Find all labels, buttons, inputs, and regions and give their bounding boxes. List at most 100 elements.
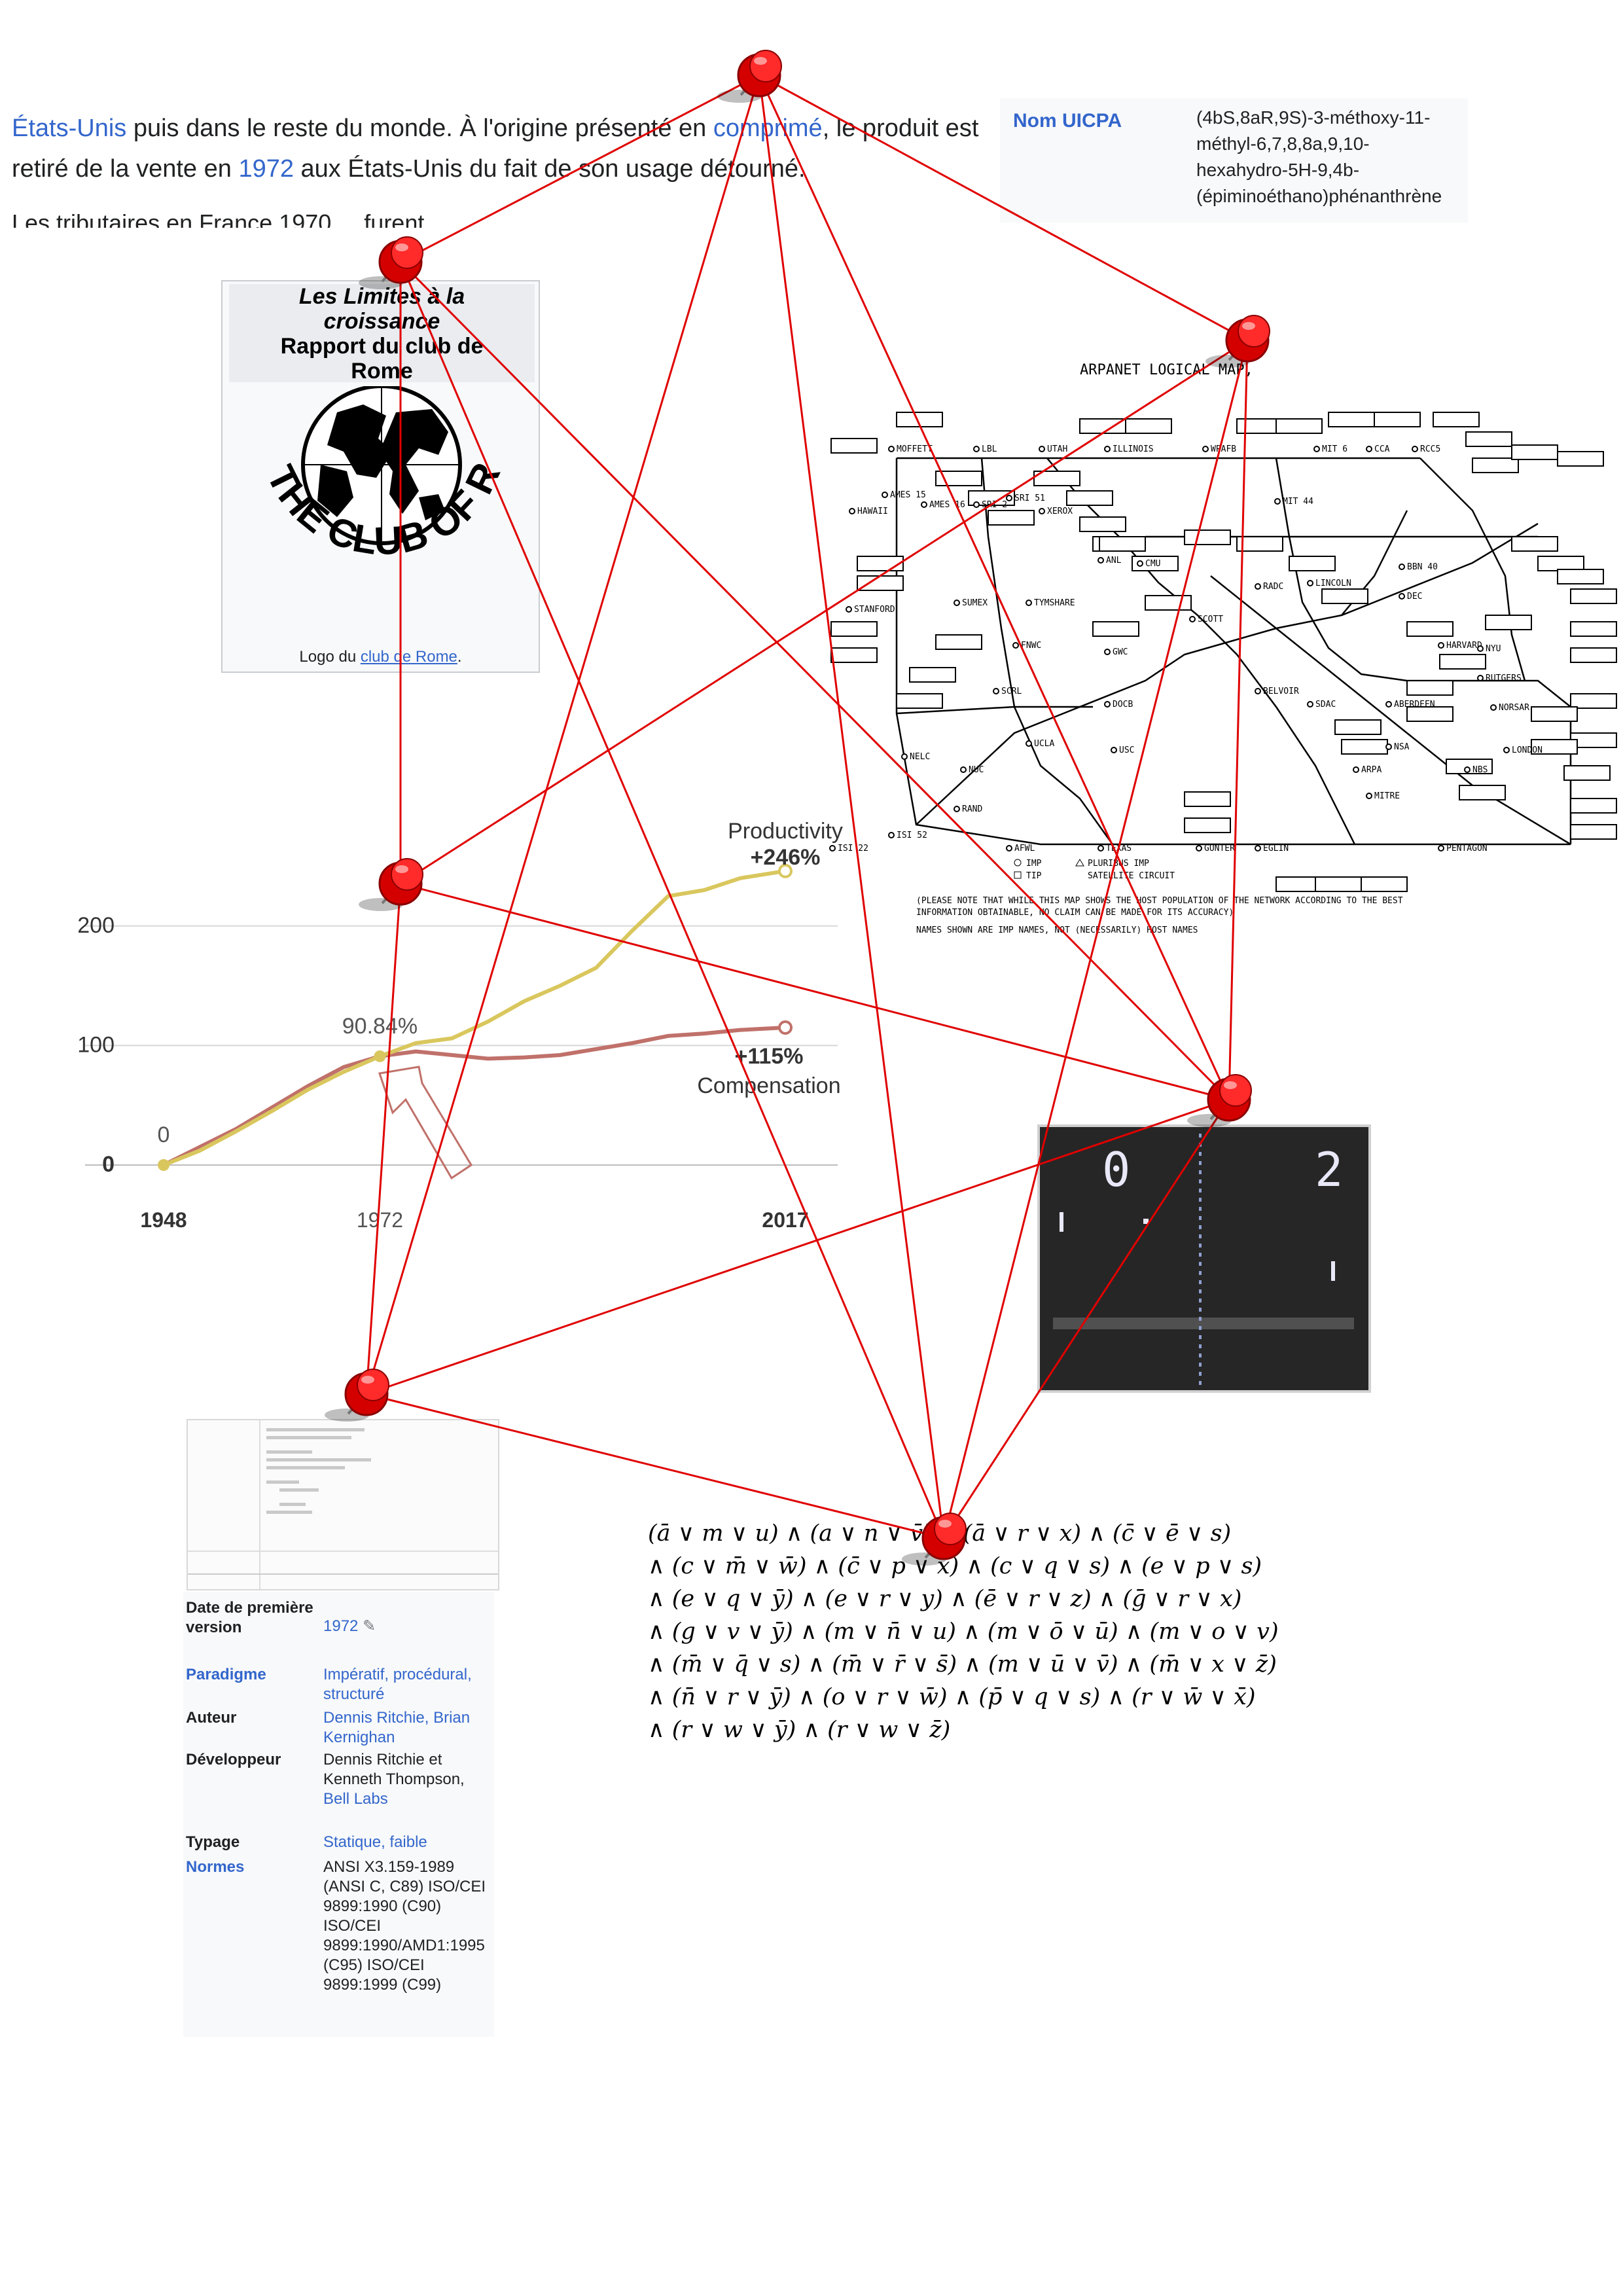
arpanet-imp-icon <box>1026 740 1032 747</box>
arpanet-imp-icon <box>1438 642 1444 649</box>
row-normes-key[interactable]: Normes <box>186 1858 245 1876</box>
arpanet-node: AFWL <box>1014 844 1035 853</box>
uicpa-value: (4bS,8aR,9S)-3-méthoxy-11-méthyl-6,7,8,8… <box>1196 107 1442 206</box>
arpanet-node: ANL <box>1106 556 1122 565</box>
arpanet-imp-icon <box>954 806 960 812</box>
row-auteur-value[interactable]: Dennis Ritchie, Brian Kernighan <box>323 1709 471 1746</box>
arpanet-node: ISI 52 <box>897 831 927 840</box>
arpanet-imp-icon <box>1399 564 1405 570</box>
x-tick-label: 1972 <box>357 1208 403 1232</box>
code-editor-thumbnail[interactable] <box>187 1419 499 1590</box>
link-etats-unis[interactable]: États-Unis <box>12 115 127 142</box>
arpanet-host-box <box>1570 647 1617 663</box>
arpanet-node: RADC <box>1263 582 1283 592</box>
row-date-value[interactable]: 1972 ✎ <box>323 1617 376 1635</box>
arpanet-host-box <box>1125 418 1172 434</box>
series-end-marker <box>778 1020 793 1035</box>
arpanet-node: CMU <box>1145 559 1160 569</box>
arpanet-node: MOFFETT <box>897 444 933 454</box>
row-paradigme-value[interactable]: Impératif, procédural, structuré <box>323 1666 472 1703</box>
arpanet-imp-icon <box>1464 766 1471 773</box>
y-tick-label: 0 <box>102 1152 115 1177</box>
uicpa-key[interactable]: Nom UICPA <box>1013 110 1122 132</box>
link-1972[interactable]: 1972 <box>238 155 294 183</box>
pushpin-icon <box>717 50 782 103</box>
formula-line: ∧ (m̄ ∨ q̄ ∨ s) ∧ (m̄ ∨ r̄ ∨ s̄) ∧ (m ∨ … <box>648 1651 1277 1677</box>
arpanet-node: AMES 16 <box>929 500 965 510</box>
score-right: 2 <box>1315 1142 1343 1197</box>
arpanet-imp-icon <box>1255 845 1261 852</box>
arpanet-host-box <box>1033 471 1080 486</box>
arpanet-imp-icon <box>1477 675 1484 681</box>
arpanet-node: CCA <box>1374 444 1390 454</box>
club-caption: Logo du club de Rome. <box>223 648 539 666</box>
arpanet-host-box <box>1557 451 1604 467</box>
arpanet-imp-icon <box>1189 616 1196 622</box>
arpanet-host-box <box>1406 706 1454 722</box>
arpanet-imp-icon <box>1111 747 1117 753</box>
imp-legend-icon <box>1014 859 1022 867</box>
arpanet-host-box <box>1485 615 1532 630</box>
arpanet-title: ARPANET LOGICAL MAP, <box>1080 362 1253 378</box>
arpanet-host-box <box>1079 418 1126 434</box>
c-language-infobox: Date de première version 1972 ✎ Paradigm… <box>183 1592 494 2037</box>
arpanet-imp-icon <box>1490 704 1497 711</box>
arpanet-host-box <box>1315 876 1362 892</box>
arpanet-imp-icon <box>1255 688 1261 694</box>
arpanet-node: LINCOLN <box>1315 579 1351 588</box>
club-logo[interactable]: THE CLUB OF ROME <box>223 386 541 635</box>
arpanet-note-1: (PLEASE NOTE THAT WHILE THIS MAP SHOWS T… <box>916 896 1403 906</box>
edit-icon[interactable]: ✎ <box>363 1617 376 1635</box>
arpanet-node: LONDON <box>1512 745 1543 755</box>
ball <box>1143 1219 1149 1224</box>
arpanet-host-box <box>935 471 982 486</box>
series-name-productivity: Productivity <box>728 819 843 844</box>
arpanet-imp-icon <box>1503 747 1510 753</box>
arpanet-host-box <box>1511 536 1558 552</box>
club-title-line3: Rapport du club de <box>280 334 484 359</box>
y-tick-label: 100 <box>77 1032 115 1057</box>
arpanet-host-box <box>1465 431 1512 447</box>
arpanet-node: UCLA <box>1034 739 1054 749</box>
pushpin-icon <box>1187 1074 1252 1127</box>
legend-satellite: SATELLITE CIRCUIT <box>1088 871 1175 881</box>
arpanet-host-box <box>935 634 982 650</box>
arpanet-host-box <box>1145 595 1192 611</box>
uicpa-infobox: Nom UICPA (4bS,8aR,9S)-3-méthoxy-11-méth… <box>1000 98 1468 223</box>
row-developpeur-key: Développeur <box>186 1751 281 1768</box>
origin-marker <box>158 1159 169 1171</box>
arpanet-node: RUTGERS <box>1486 673 1522 683</box>
arpanet-imp-icon <box>1012 642 1019 649</box>
link-club-de-rome[interactable]: club de Rome <box>360 648 457 666</box>
arrow-annotation-icon <box>378 1066 473 1180</box>
x-tick-label: 1948 <box>140 1208 187 1232</box>
arpanet-host-box <box>988 510 1035 526</box>
row-paradigme-key[interactable]: Paradigme <box>186 1666 266 1683</box>
arpanet-legend: IMP PLURIBUS IMP TIP SATELLITE CIRCUIT <box>1014 859 1175 881</box>
paragraph-text-3: aux États-Unis du fait de son usage déto… <box>293 155 806 183</box>
arpanet-imp-icon <box>1274 498 1281 505</box>
link-comprime[interactable]: comprimé <box>713 115 823 142</box>
arpanet-node: GUNTER <box>1204 844 1235 853</box>
formula-line: ∧ (e ∨ q ∨ ȳ) ∧ (e ∨ r ∨ y) ∧ (ē ∨ r ∨ z… <box>648 1586 1242 1612</box>
arpanet-imp-icon <box>1307 701 1313 708</box>
arpanet-host-box <box>1341 739 1388 755</box>
arpanet-imp-icon <box>1353 766 1359 773</box>
arpanet-node: USC <box>1119 745 1134 755</box>
arpanet-host-box <box>1570 824 1617 840</box>
arpanet-host-box <box>1433 412 1480 427</box>
series-name-compensation: Compensation <box>697 1073 840 1098</box>
arpanet-imp-icon <box>1438 845 1444 852</box>
link-bell-labs[interactable]: Bell Labs <box>323 1790 388 1808</box>
arpanet-imp-icon <box>1006 845 1012 852</box>
arpanet-imp-icon <box>1104 649 1111 655</box>
arpanet-host-box <box>1184 529 1231 545</box>
pong-screenshot[interactable]: 0 2 <box>1037 1124 1371 1393</box>
row-typage-value[interactable]: Statique, faible <box>323 1833 427 1851</box>
arpanet-imp-icon <box>1313 446 1320 452</box>
arpanet-host-box <box>830 621 878 637</box>
arpanet-host-box <box>1472 457 1519 473</box>
row-developpeur-value: Dennis Ritchie et Kenneth Thompson, Bell… <box>323 1751 465 1808</box>
arpanet-imp-icon <box>960 766 967 773</box>
